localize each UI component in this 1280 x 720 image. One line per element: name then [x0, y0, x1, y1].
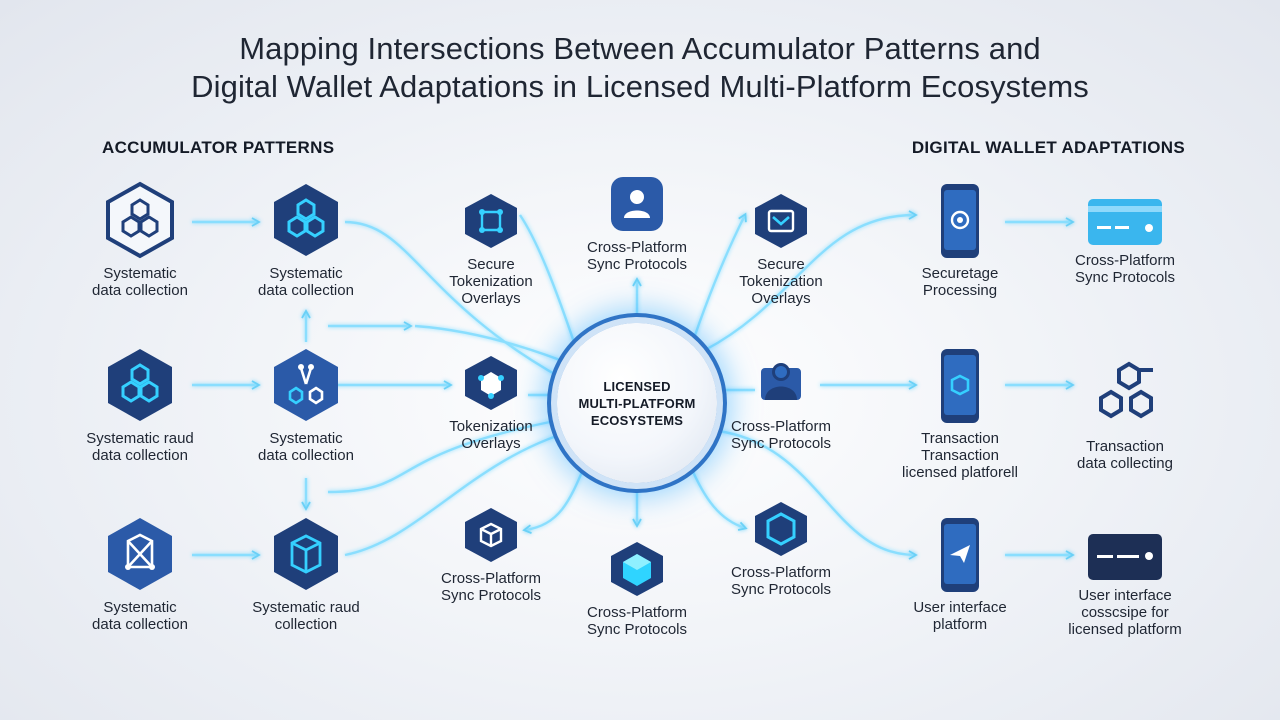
chevron-box-icon — [753, 192, 809, 250]
middle-label-secure-1: Secure Tokenization Overlays — [449, 256, 533, 307]
middle-node-cross-right: Cross-Platform Sync Protocols — [706, 500, 856, 598]
accumulator-label-4: Systematic data collection — [258, 430, 354, 464]
middle-label-cross-right: Cross-Platform Sync Protocols — [730, 564, 832, 598]
link-hub-crossright — [688, 464, 748, 531]
wallet-node-2: Cross-Platform Sync Protocols — [1050, 198, 1200, 286]
title-line-1: Mapping Intersections Between Accumulato… — [239, 31, 1041, 66]
accumulator-label-2: Systematic data collection — [258, 265, 354, 299]
card-icon — [1087, 198, 1163, 246]
accumulator-label-6: Systematic raud collection — [252, 599, 360, 633]
phone-gear-icon — [940, 183, 980, 259]
hexagon-link-icon — [1089, 354, 1161, 432]
wallet-label-5: User interface platform — [913, 599, 1007, 633]
box-frame-icon — [104, 515, 176, 593]
middle-node-secure-2: Secure Tokenization Overlays — [706, 192, 856, 307]
wallet-node-4: Transaction data collecting — [1050, 354, 1200, 472]
accumulator-node-1: Systematic data collection — [65, 181, 215, 299]
accumulator-node-3: Systematic raud data collection — [65, 346, 215, 464]
middle-node-tokenization: Tokenization Overlays — [416, 354, 566, 452]
accumulator-label-1: Systematic data collection — [92, 265, 188, 299]
accumulator-node-6: Systematic raud collection — [231, 515, 381, 633]
phone-send-icon — [940, 517, 980, 593]
middle-label-glow-cube: Cross-Platform Sync Protocols — [586, 604, 688, 638]
link-tok-hub — [414, 324, 561, 362]
link-hub-sec1 — [519, 214, 582, 361]
cube-icon — [463, 506, 519, 564]
link-acc-6-hub — [344, 428, 576, 557]
hexagon-outline-icon — [753, 500, 809, 558]
accumulator-label-3: Systematic raud data collection — [86, 430, 194, 464]
node-graph-icon — [270, 346, 342, 424]
hub-label: LICENSED MULTI-PLATFORM ECOSYSTEMS — [578, 378, 696, 428]
user-icon — [609, 175, 665, 233]
link-hub-wallet-5 — [709, 428, 918, 560]
accumulator-node-2: Systematic data collection — [231, 181, 381, 299]
hexagon-cluster-icon — [104, 346, 176, 424]
link-hub-sec2 — [688, 212, 747, 351]
wallet-node-5: User interface platform — [885, 517, 1035, 633]
middle-node-cross-left: Cross-Platform Sync Protocols — [416, 506, 566, 604]
link-acc-2-hub — [344, 220, 566, 382]
page-title: Mapping Intersections Between Accumulato… — [0, 30, 1280, 106]
accumulator-node-4: Systematic data collection — [231, 346, 381, 464]
wallet-label-2: Cross-Platform Sync Protocols — [1074, 252, 1176, 286]
middle-node-glow-cube: Cross-Platform Sync Protocols — [562, 540, 712, 638]
link-hub-wallet-1 — [704, 210, 918, 352]
cube-network-icon — [463, 192, 519, 250]
wallet-node-3: Transaction Transaction licensed platfor… — [885, 348, 1035, 481]
link-hub-crossleft — [522, 464, 587, 534]
hub-licensed-ecosystems: LICENSED MULTI-PLATFORM ECOSYSTEMS — [557, 323, 717, 483]
middle-label-user: Cross-Platform Sync Protocols — [586, 239, 688, 273]
wallet-label-3: Transaction Transaction licensed platfor… — [902, 430, 1018, 481]
middle-node-user: Cross-Platform Sync Protocols — [562, 175, 712, 273]
section-accumulator-patterns: ACCUMULATOR PATTERNS — [102, 138, 335, 157]
hexagon-ring-icon — [270, 181, 342, 259]
wallet-label-4: Transaction data collecting — [1077, 438, 1173, 472]
wallet-node-1: Securetage Processing — [885, 183, 1035, 299]
hexagon-cluster-icon — [104, 181, 176, 259]
middle-node-user-cluster: Cross-Platform Sync Protocols — [706, 354, 856, 452]
wallet-label-6: User interface cosscsipe for licensed pl… — [1068, 587, 1182, 638]
wallet-label-1: Securetage Processing — [921, 265, 999, 299]
accumulator-label-5: Systematic data collection — [92, 599, 188, 633]
dark-card-icon — [1087, 533, 1163, 581]
middle-label-secure-2: Secure Tokenization Overlays — [739, 256, 823, 307]
cube-nodes-icon — [463, 354, 519, 412]
user-cluster-icon — [753, 354, 809, 412]
accumulator-node-5: Systematic data collection — [65, 515, 215, 633]
wallet-node-6: User interface cosscsipe for licensed pl… — [1050, 533, 1200, 638]
middle-node-secure-1: Secure Tokenization Overlays — [416, 192, 566, 307]
middle-label-user-cluster: Cross-Platform Sync Protocols — [730, 418, 832, 452]
title-line-2: Digital Wallet Adaptations in Licensed M… — [191, 69, 1089, 104]
middle-label-tokenization: Tokenization Overlays — [449, 418, 533, 452]
middle-label-cross-left: Cross-Platform Sync Protocols — [440, 570, 542, 604]
glowing-cube-icon — [609, 540, 665, 598]
phone-hexagon-icon — [940, 348, 980, 424]
link-acc-4-hub — [327, 418, 561, 494]
cube-frame-icon — [270, 515, 342, 593]
section-digital-wallet-adaptations: DIGITAL WALLET ADAPTATIONS — [911, 138, 1185, 157]
